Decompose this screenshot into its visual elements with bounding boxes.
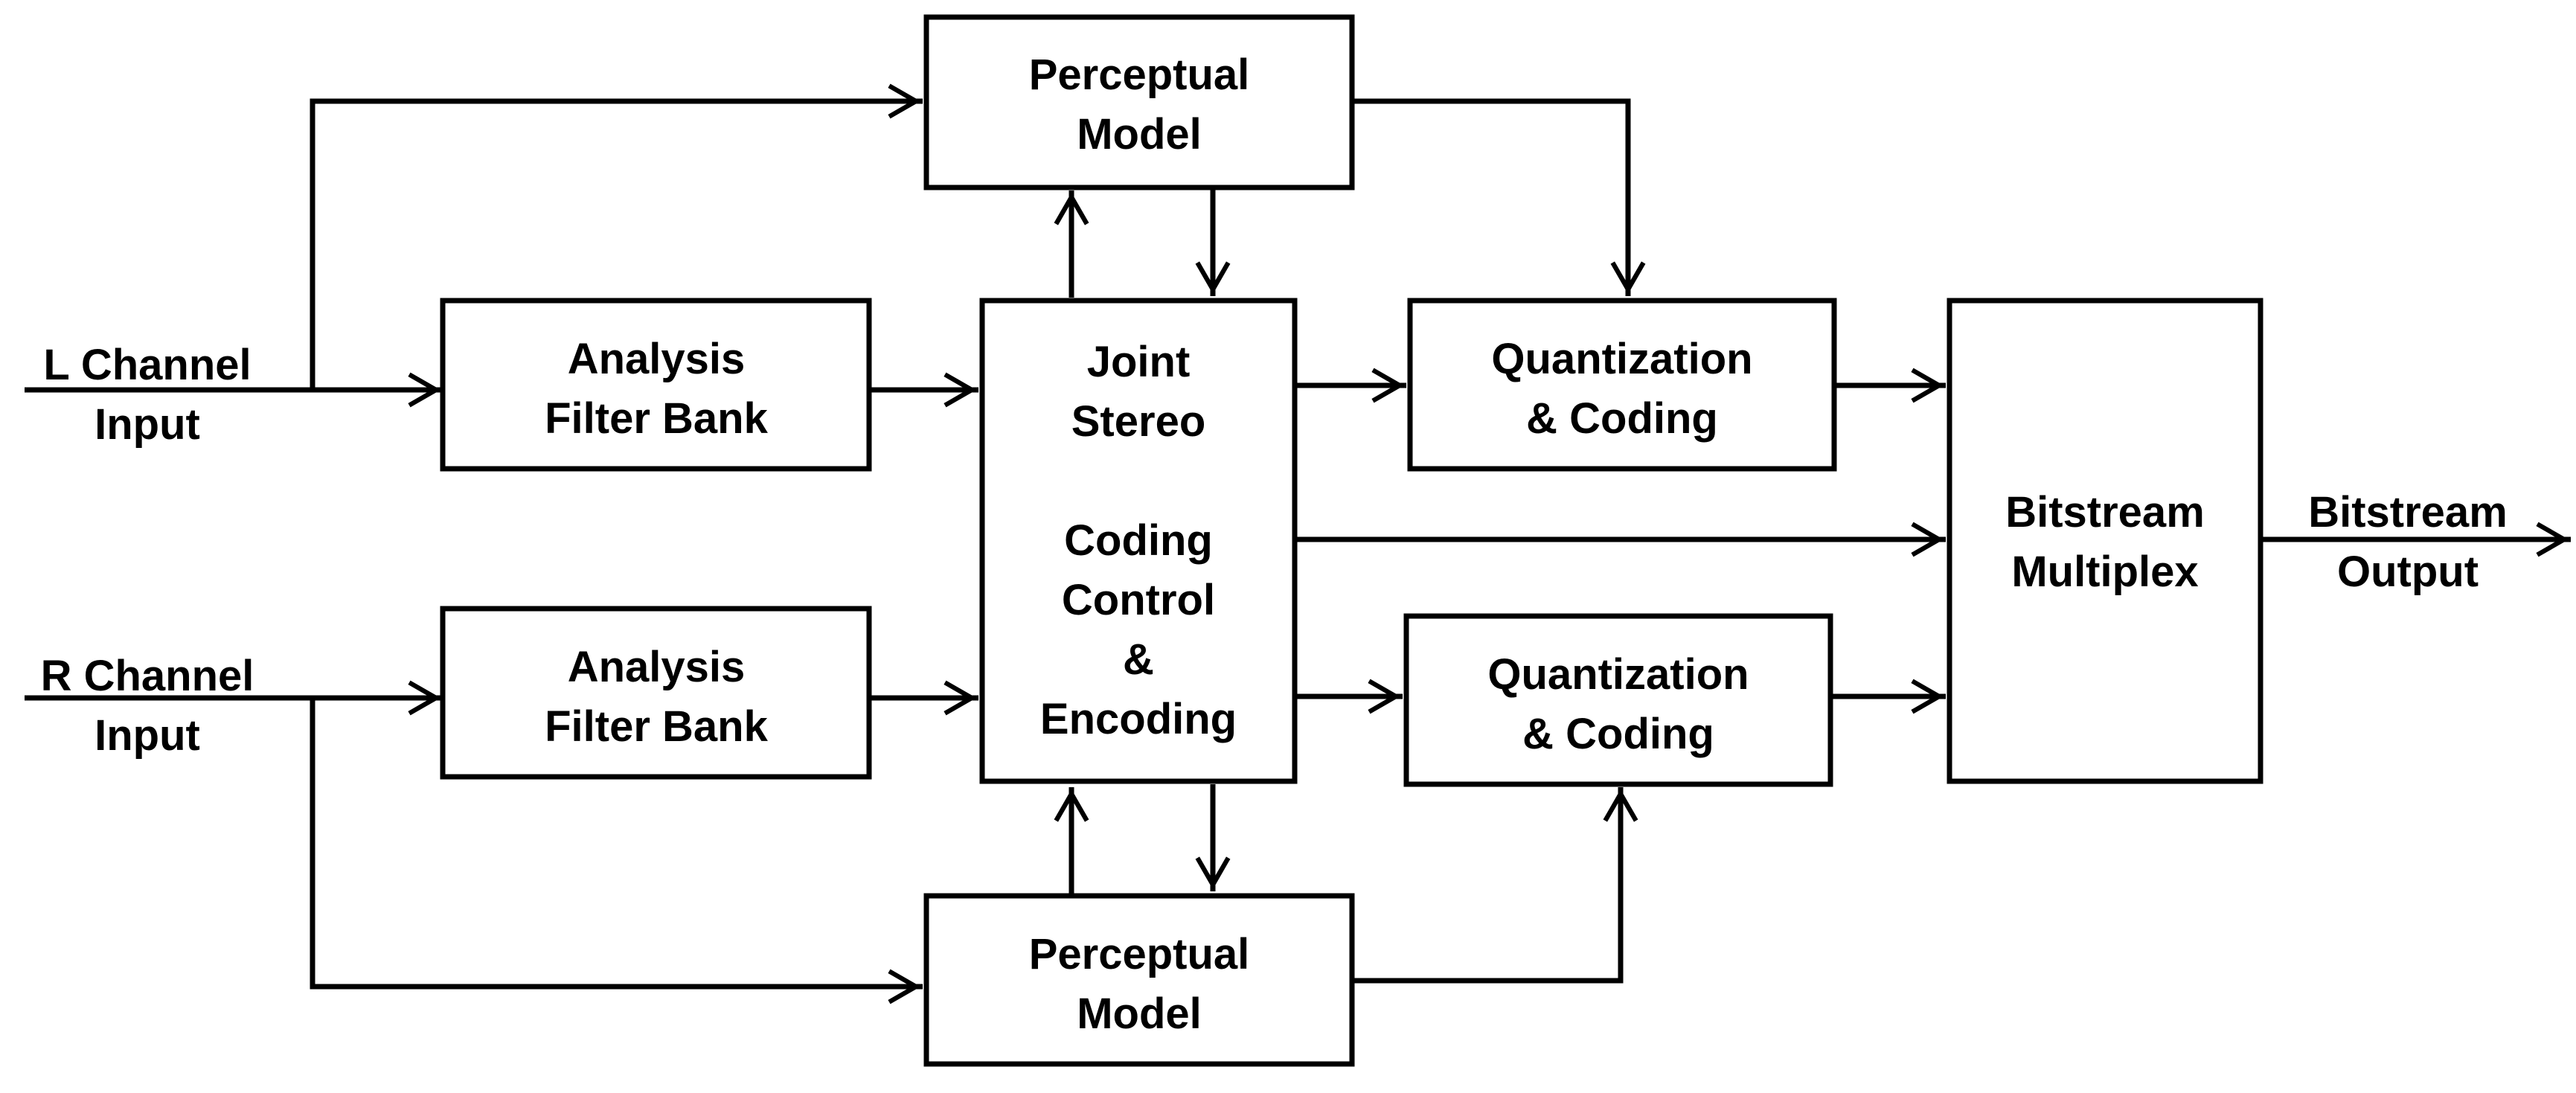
label-r-channel-input: R Channel Input (41, 652, 254, 760)
output-label: Output (2337, 548, 2479, 596)
block-label: Filter Bank (545, 702, 768, 751)
block-label: & Coding (1526, 394, 1718, 443)
block-label: Joint (1087, 338, 1191, 386)
block-perceptual-model-top: Perceptual Model (923, 14, 1355, 190)
block-analysis-filter-bank-right: Analysis Filter Bank (440, 606, 872, 780)
input-label: L Channel (43, 341, 251, 389)
block-label: Coding (1064, 516, 1213, 565)
block-label: Bitstream (2005, 488, 2205, 536)
wire-r-to-perceptual-bottom (310, 698, 923, 1004)
input-label: Input (94, 711, 200, 760)
wire-l-to-perceptual-top (310, 83, 923, 390)
block-label: Quantization (1487, 650, 1749, 699)
block-label: Perceptual (1029, 930, 1250, 978)
label-bitstream-output: Bitstream Output (2308, 488, 2508, 596)
block-label: Analysis (568, 335, 746, 383)
block-label: Stereo (1071, 397, 1206, 446)
block-label: Analysis (568, 643, 746, 691)
block-perceptual-model-bottom: Perceptual Model (923, 893, 1355, 1067)
block-bitstream-multiplex: Bitstream Multiplex (1947, 298, 2263, 784)
block-label: & (1123, 635, 1154, 684)
block-label: Filter Bank (545, 394, 768, 443)
block-label: Quantization (1491, 335, 1752, 383)
block-label: Model (1077, 110, 1202, 158)
block-label: & Coding (1522, 710, 1714, 758)
output-label: Bitstream (2308, 488, 2508, 536)
block-label: Perceptual (1029, 51, 1250, 99)
block-joint-stereo-coding-control: Joint Stereo Coding Control & Encoding (979, 298, 1298, 784)
connectors (25, 83, 2571, 1004)
block-quantization-coding-top: Quantization & Coding (1407, 298, 1837, 472)
block-label: Model (1077, 990, 1202, 1038)
wire-perceptual-top-to-quant-top (1352, 98, 1646, 296)
block-label: Multiplex (2011, 548, 2198, 596)
block-quantization-coding-bottom: Quantization & Coding (1403, 613, 1833, 787)
block-label: Encoding (1040, 695, 1237, 743)
input-label: Input (94, 400, 200, 449)
block-label: Control (1062, 576, 1215, 624)
label-l-channel-input: L Channel Input (43, 341, 251, 449)
wire-perceptual-bottom-to-quant-bottom (1352, 787, 1638, 984)
input-label: R Channel (41, 652, 254, 700)
block-analysis-filter-bank-left: Analysis Filter Bank (440, 298, 872, 472)
